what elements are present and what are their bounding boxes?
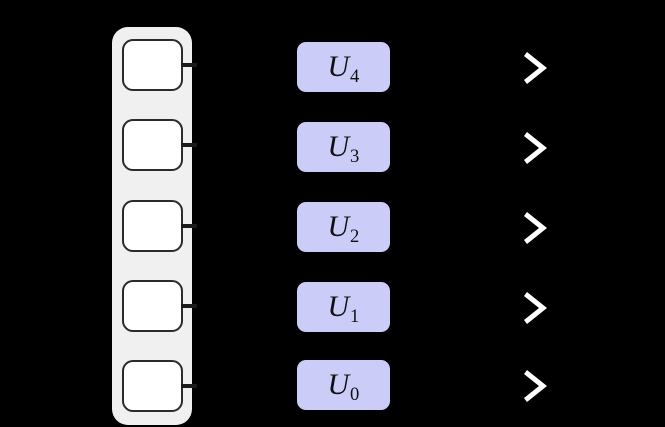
unit-box-1[interactable]: U1 <box>297 282 390 332</box>
register-box-1[interactable] <box>122 280 183 332</box>
chevron-right-icon-0[interactable] <box>523 369 549 403</box>
register-box-3[interactable] <box>122 119 183 171</box>
unit-box-0[interactable]: U0 <box>297 360 390 410</box>
chevron-right-icon-3[interactable] <box>523 131 549 165</box>
register-box-2[interactable] <box>122 200 183 252</box>
connector-stub-3 <box>181 143 197 147</box>
register-box-0[interactable] <box>122 360 183 412</box>
unit-box-3[interactable]: U3 <box>297 122 390 172</box>
unit-label-3: U3 <box>327 130 360 167</box>
unit-label-1: U1 <box>327 290 360 327</box>
connector-stub-2 <box>181 224 197 228</box>
unit-box-4[interactable]: U4 <box>297 42 390 92</box>
unit-label-4: U4 <box>327 50 360 87</box>
unit-box-2[interactable]: U2 <box>297 202 390 252</box>
connector-stub-1 <box>181 304 197 308</box>
chevron-right-icon-1[interactable] <box>523 291 549 325</box>
chevron-right-icon-2[interactable] <box>523 211 549 245</box>
chevron-right-icon-4[interactable] <box>523 51 549 85</box>
unit-label-0: U0 <box>327 368 360 405</box>
register-box-4[interactable] <box>122 39 183 91</box>
connector-stub-0 <box>181 384 197 388</box>
connector-stub-4 <box>181 63 197 67</box>
unit-label-2: U2 <box>327 210 360 247</box>
